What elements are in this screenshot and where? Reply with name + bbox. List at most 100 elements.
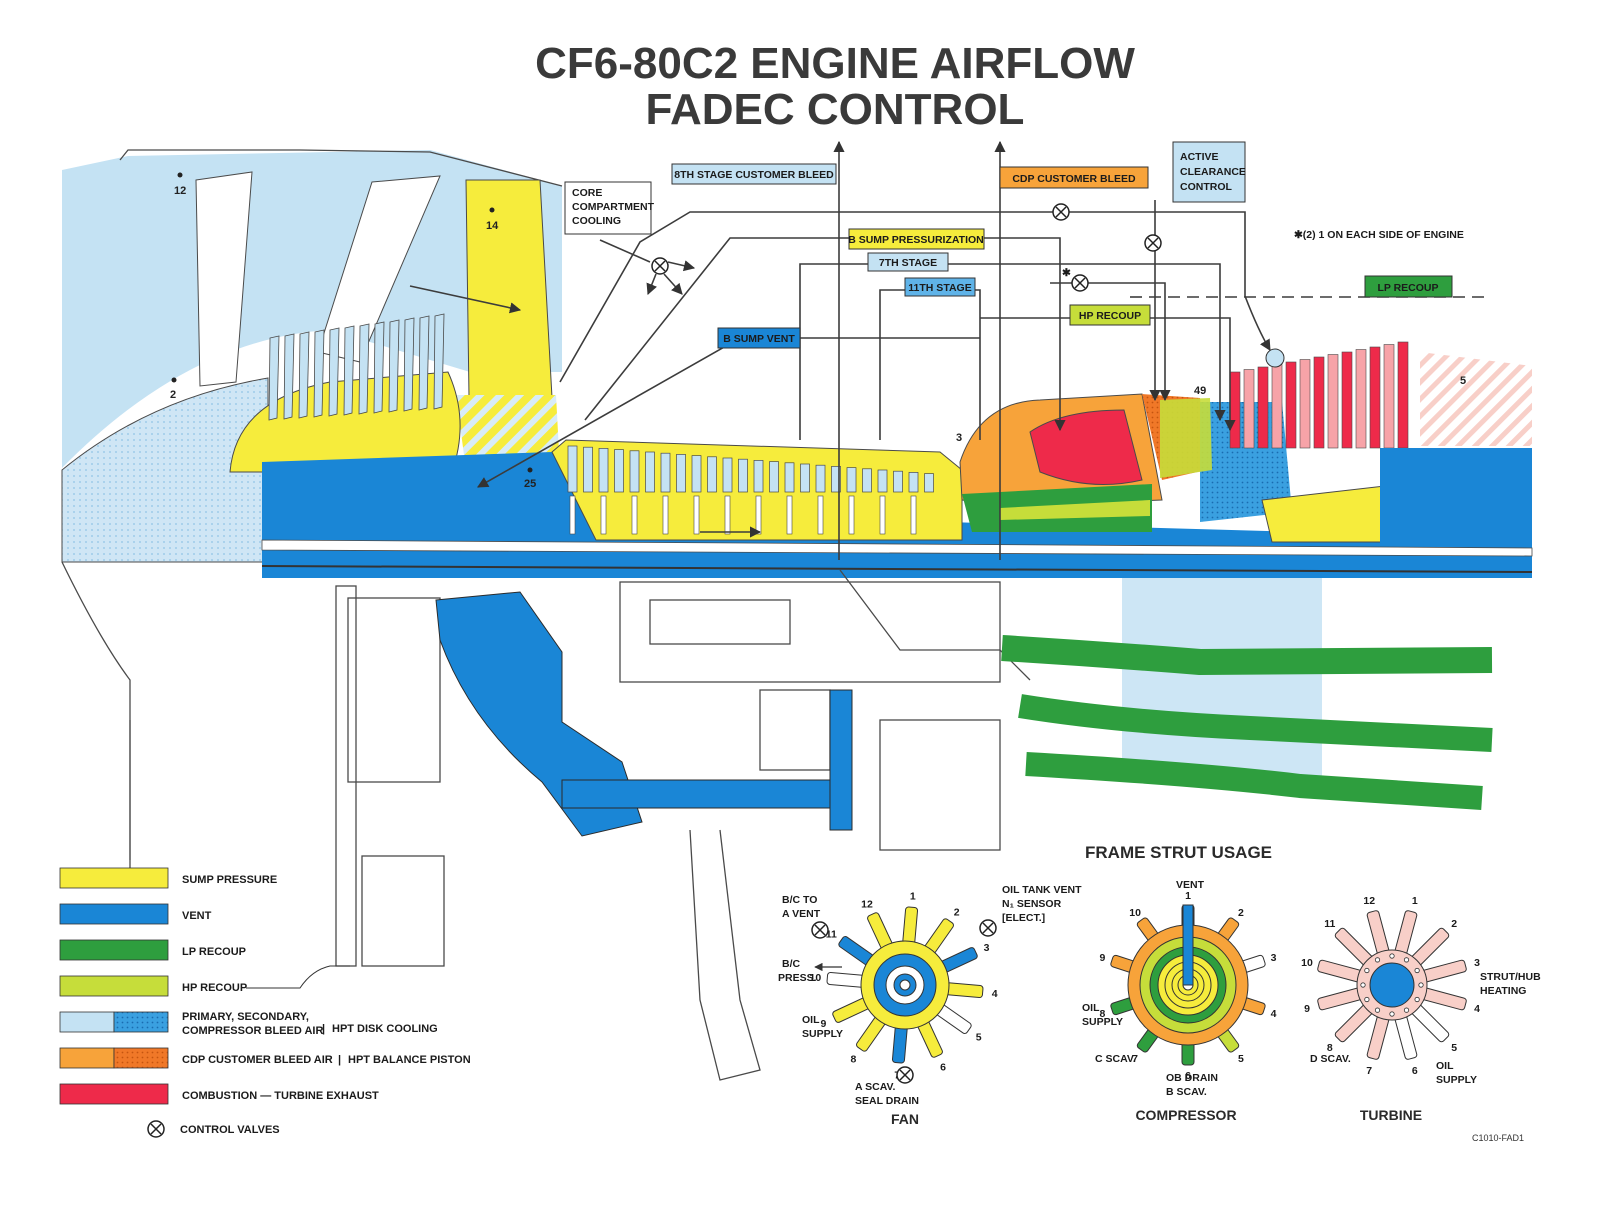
station-2: 2 (170, 389, 176, 401)
nacelle-left-edge (61, 561, 131, 870)
comp-label-c-scav: C SCAV. (1095, 1053, 1136, 1065)
legend-label-bleed-air-1: PRIMARY, SECONDARY, (182, 1011, 309, 1023)
callout-active-clearance: ACTIVE CLEARANCE CONTROL (1172, 141, 1246, 203)
exhaust-vent-region (1380, 448, 1532, 578)
turbine-hub-hole (1389, 1011, 1395, 1017)
fan-diagram-name: FAN (891, 1111, 919, 1127)
legend-swatch-bleed-air (59, 1011, 115, 1033)
exhaust-plug (1420, 352, 1532, 446)
compressor-disk (910, 495, 917, 535)
booster-blade (298, 331, 310, 419)
turbine-hub-hole (1418, 982, 1424, 988)
fan-label-seal-drain: SEAL DRAIN (855, 1095, 919, 1107)
valve-star-mark: ✱ (1062, 267, 1071, 279)
lpt-blade (1383, 344, 1395, 449)
lpt-blade (1299, 359, 1311, 449)
turbine-hub-hole (1414, 967, 1420, 974)
lpt-blade (1313, 356, 1325, 449)
title-line-1: CF6-80C2 ENGINE AIRFLOW (535, 39, 1135, 88)
booster-blade (268, 335, 280, 421)
legend-swatch-hp-recoup (59, 975, 169, 997)
control-valves: ✱ (651, 203, 1162, 292)
comp-label-b-scav: B SCAV. (1166, 1086, 1207, 1098)
compressor-blade (598, 448, 609, 493)
compressor-blade (614, 449, 624, 493)
turbine-hub-hole (1374, 957, 1381, 963)
station-12: 12 (174, 185, 186, 197)
callout-lp-recoup-label: LP RECOUP (1377, 282, 1438, 294)
lpt-blade (1327, 354, 1339, 449)
compressor-blade (784, 462, 795, 493)
engine-centerline (261, 565, 1533, 573)
flow-lines (409, 140, 1490, 560)
turbine-hub-holes (1360, 953, 1424, 1017)
legend-swatch-vent (59, 903, 169, 925)
legend-swatch-combustion (59, 1083, 169, 1105)
legend-swatch-cdp-bleed (59, 1047, 115, 1069)
document-code: C1010-FAD1 (1472, 1133, 1524, 1143)
callout-b-sump-vent-label: B SUMP VENT (723, 333, 795, 345)
lpt-blade (1285, 361, 1297, 449)
turb-label-strut-hub: STRUT/HUB (1480, 971, 1541, 983)
turb-strut-number-2: 2 (1451, 918, 1457, 930)
fan-valve-2 (979, 919, 997, 937)
compressor-blade (645, 451, 655, 493)
compressor-blade (691, 455, 702, 493)
control-valve-cdp (1052, 203, 1070, 221)
legend-label-lp-recoup: LP RECOUP (182, 946, 246, 958)
horizontal-drive-shaft (561, 779, 843, 809)
compressor-disk (848, 495, 855, 535)
turbine-hub-hole (1364, 967, 1370, 974)
gearbox-cover (649, 599, 791, 645)
lp-recoup-pipe-lower (1025, 752, 1483, 810)
booster-blade (358, 323, 370, 415)
compressor-disk (755, 495, 762, 535)
bleed-strut-region (1122, 578, 1322, 778)
fan-label-supply: SUPPLY (802, 1028, 843, 1040)
turbine-hub-hole (1360, 982, 1366, 988)
core-comp-in-line (599, 239, 651, 263)
callout-hp-recoup: HP RECOUP (1069, 304, 1151, 326)
control-valve-core-compartment (651, 257, 669, 275)
comp-strut-number-6: 6 (1185, 1070, 1191, 1082)
booster-blade (433, 313, 445, 410)
turb-label-oil: OIL (1436, 1060, 1454, 1072)
comp-vent-strut-inner (1182, 904, 1194, 986)
callout-b-sump-press-label: B SUMP PRESSURIZATION (848, 234, 984, 246)
turb-strut-number-8: 8 (1327, 1042, 1333, 1054)
compressor-blade-row (567, 445, 934, 535)
comp-strut-number-2: 2 (1238, 907, 1244, 919)
fan-label-oil: OIL (802, 1014, 820, 1026)
hp-recoup-line (980, 317, 1236, 432)
frame-strut-heading: FRAME STRUT USAGE (1085, 843, 1272, 862)
compressor-blade (815, 464, 826, 493)
callout-11th-stage-label: 11TH STAGE (908, 282, 971, 294)
fan-strut-number-8: 8 (850, 1054, 856, 1066)
legend: SUMP PRESSURE VENT LP RECOUP HP RECOUP P… (59, 867, 471, 1138)
callout-b-sump-vent: B SUMP VENT (717, 327, 801, 349)
fan-strut-number-10: 10 (809, 972, 821, 984)
compressor-disk (786, 495, 793, 535)
lpt-blade (1369, 346, 1381, 449)
booster-blade-row (268, 313, 445, 421)
pump-housing (759, 689, 831, 771)
compressor-blade (877, 469, 888, 493)
fan-strut-number-1: 1 (910, 890, 916, 902)
compressor-disk (600, 495, 607, 535)
callout-8th-stage-label: 8TH STAGE CUSTOMER BLEED (674, 169, 834, 181)
lpt-blade (1257, 366, 1269, 449)
booster-blade (388, 319, 400, 413)
callout-lp-recoup: LP RECOUP (1364, 275, 1453, 298)
turb-hub-core (1369, 962, 1415, 1008)
callout-core-line-2: COMPARTMENT (572, 201, 655, 213)
legend-label-hpt-balance: HPT BALANCE PISTON (348, 1054, 471, 1066)
booster-blade (403, 317, 415, 412)
core-comp-out-b (663, 273, 683, 295)
turbine-hub-hole (1374, 1007, 1381, 1013)
compressor-disk (724, 495, 731, 535)
comp-strut-number-5: 5 (1238, 1053, 1244, 1065)
legend-separator-2: | (338, 1054, 341, 1066)
fan-strut-number-5: 5 (976, 1032, 982, 1044)
